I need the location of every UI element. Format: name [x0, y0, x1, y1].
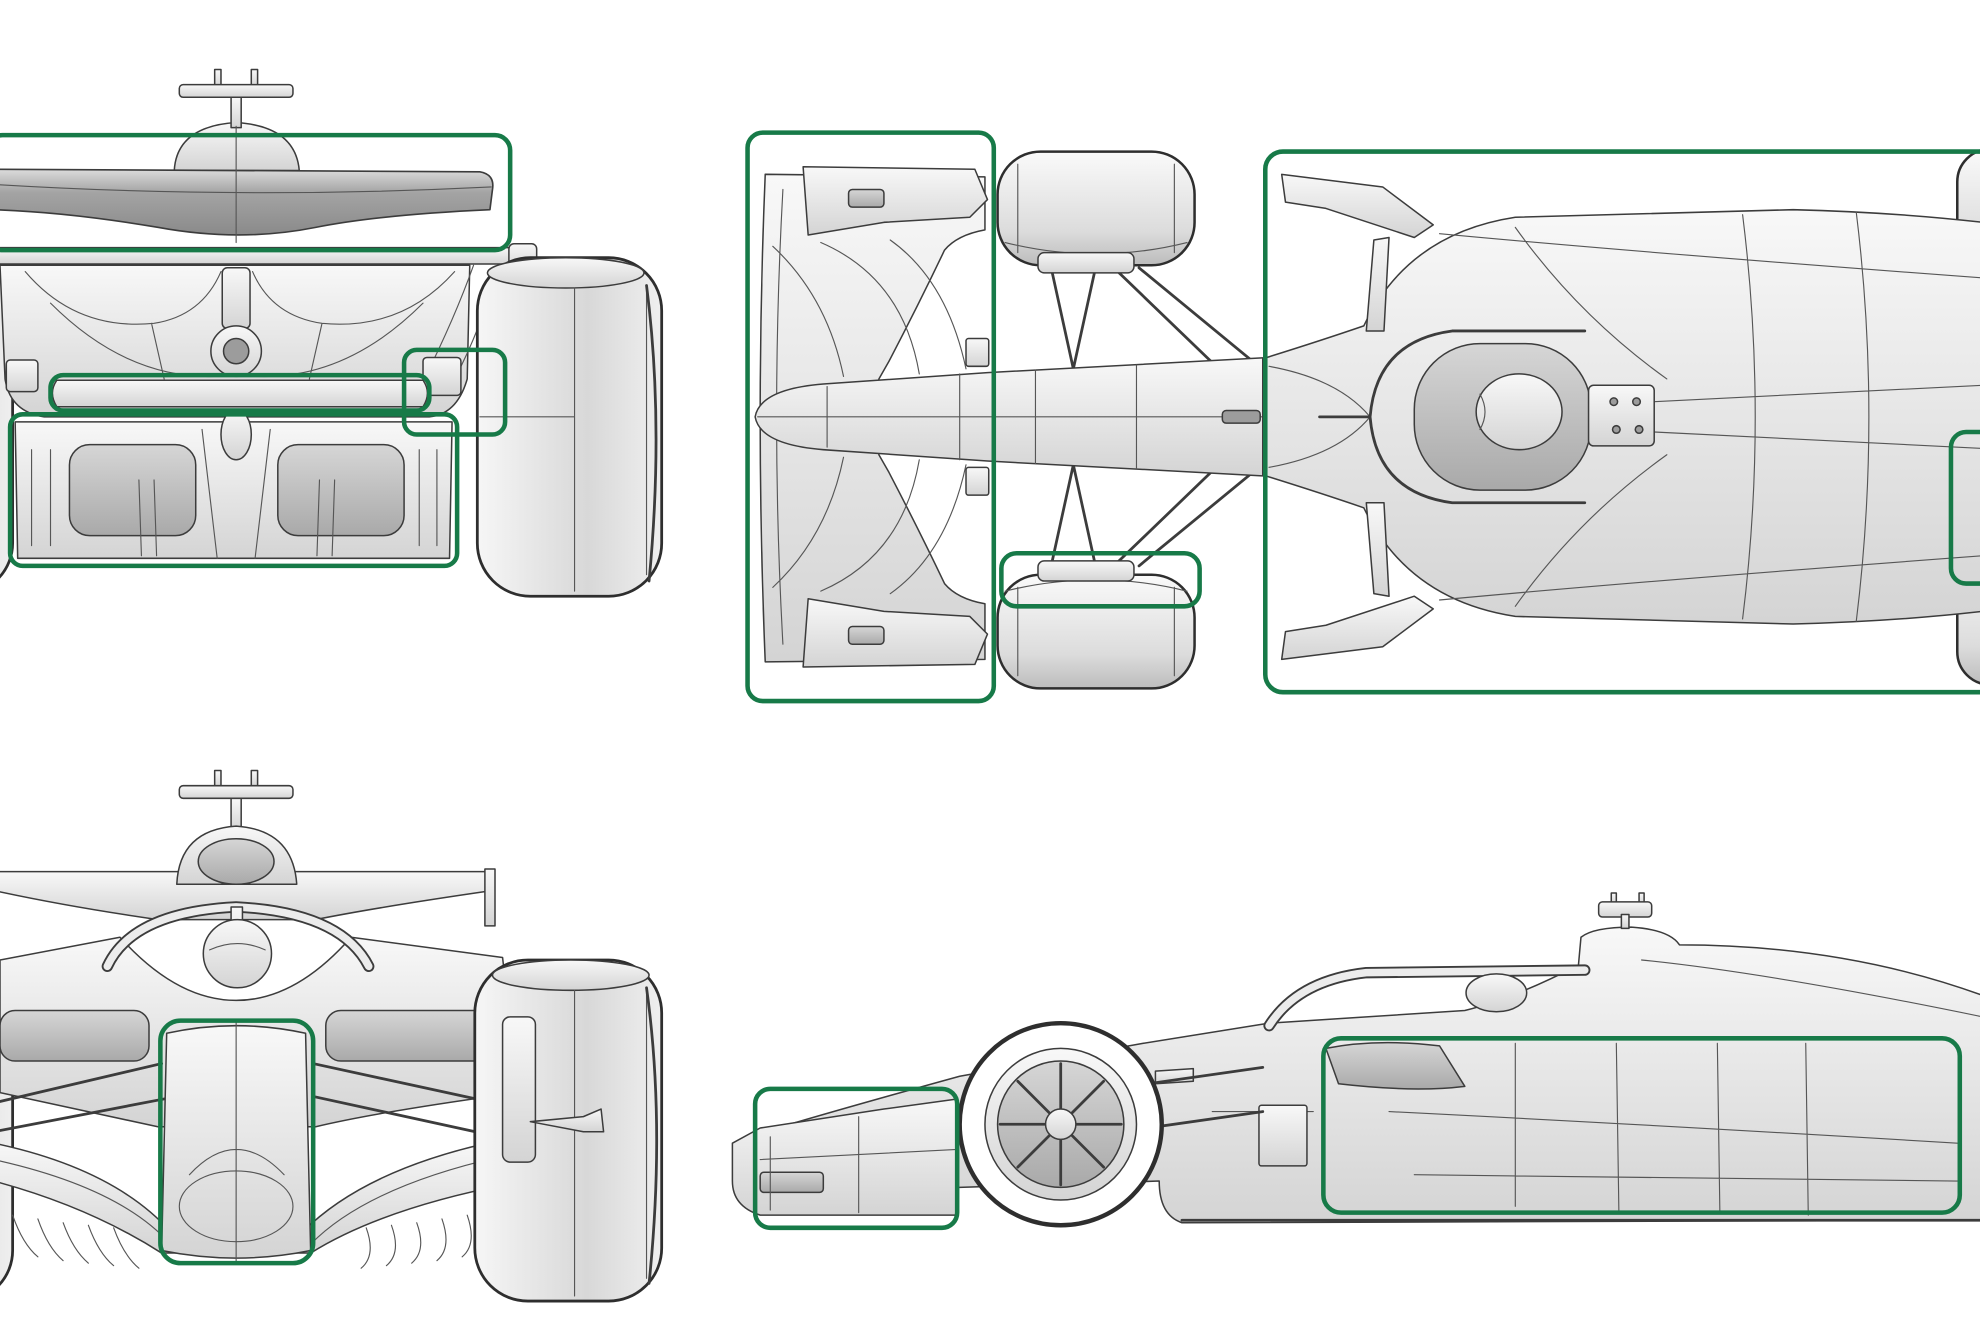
diffuser-center-exit	[220, 408, 253, 461]
sidepod-fin-upper	[1365, 236, 1390, 332]
driver-helmet-visor	[209, 943, 266, 951]
front-tyre-right-edge	[645, 986, 659, 1285]
mirror-lower	[1280, 595, 1434, 661]
sidepod-fin-lower	[1365, 501, 1390, 597]
drs-post-right	[250, 769, 259, 788]
sidepod-inlet-side	[1325, 1041, 1466, 1090]
front-upright-lower	[1037, 560, 1135, 582]
driver-helmet-side	[1465, 973, 1528, 1013]
highlight-box-nose	[158, 1018, 316, 1266]
sidepod-inlet-left	[0, 1009, 150, 1062]
diffuser-fins	[31, 428, 438, 559]
drs-actuator	[178, 68, 294, 129]
front-hub	[1044, 1108, 1077, 1141]
front-suspension-arms	[1049, 263, 1255, 570]
front-wing-endplate-upper	[802, 165, 989, 236]
highlight-box-rear-suspension	[401, 347, 508, 437]
side-view	[731, 892, 1980, 1231]
front-tyre-right-tread	[491, 959, 650, 992]
highlight-box-front-suspension	[999, 550, 1202, 609]
front-rim-spokes	[998, 1062, 1123, 1187]
diffuser-tunnel-right	[277, 443, 405, 537]
side-panel-lines	[1211, 959, 1980, 1216]
drs-actuator-front	[178, 769, 294, 831]
front-tyre-right-lines	[573, 989, 648, 1297]
airbox-bolt	[1631, 397, 1642, 407]
rear-wing-endplate	[484, 868, 496, 927]
highlight-box-rear-wing	[0, 132, 513, 253]
camera-stem	[1620, 913, 1630, 930]
drs-stem	[230, 797, 242, 831]
front-tyre-upper	[996, 150, 1196, 274]
highlight-box-lower-beam-wing	[48, 372, 432, 413]
highlight-box-diffuser	[7, 412, 460, 569]
lower-beam-wing	[51, 379, 429, 408]
roll-hoop-camera	[1597, 892, 1653, 930]
front-wing-flap-lines	[0, 1156, 500, 1245]
highlight-box-rear-suspension-top	[1948, 429, 1980, 586]
rear-tyre-right-edge	[645, 284, 658, 583]
front-wing-endplate-lower	[802, 597, 989, 668]
rear-light	[222, 337, 250, 365]
nose-front-lines	[188, 1020, 285, 1264]
front-wing-underside-vanes	[12, 1214, 472, 1269]
drs-post-left	[213, 769, 222, 788]
front-wing-endplate-lower-detail	[847, 625, 885, 645]
airbox-bolt	[1634, 424, 1644, 435]
airbox-bolt	[1611, 424, 1621, 435]
front-wheel-side	[957, 1020, 1164, 1228]
mirror-front	[529, 1108, 605, 1133]
bargeboard-side	[1258, 1104, 1308, 1167]
rear-wing-main-plane	[0, 168, 494, 236]
nose-pylon-lower	[965, 466, 990, 496]
front-wing-side-lines	[759, 1116, 958, 1214]
highlight-box-front-wing	[745, 130, 997, 704]
top-view	[745, 130, 1980, 704]
rear-tyre-right-lines	[479, 287, 648, 592]
driver-helmet-visor	[1479, 393, 1486, 431]
front-wing-endplate-upper-detail	[847, 188, 885, 208]
diffuser	[14, 408, 453, 560]
halo-side-inner	[1265, 966, 1589, 1030]
nose-panel-lines	[757, 364, 1270, 470]
driver-helmet-front	[202, 918, 273, 989]
rear-tyre-right-tread	[486, 256, 645, 289]
rear-wing-flap-line	[0, 125, 492, 244]
front-tyre-upper-body	[996, 150, 1196, 267]
nose-marking	[1221, 409, 1261, 424]
rear-view	[0, 68, 664, 598]
rear-tyre-right	[475, 256, 664, 598]
front-view	[0, 769, 664, 1303]
diffuser-tunnel-left	[68, 443, 197, 537]
front-suspension-arms	[0, 1062, 507, 1139]
drs-bar	[178, 784, 294, 800]
rear-upright-left	[5, 359, 39, 393]
airbox-top	[1587, 384, 1655, 447]
nose-pylon-upper	[965, 337, 990, 368]
front-tyre-lower-body	[996, 573, 1196, 690]
front-wing-side	[731, 1098, 958, 1216]
front-tyre-right	[473, 958, 664, 1303]
highlight-box-chassis-sidepods	[1263, 149, 1980, 695]
sidepod-panel-lines	[1268, 211, 1980, 623]
drs-stem	[230, 96, 242, 129]
drs-bar	[178, 83, 294, 99]
airbox-bolt	[1609, 397, 1619, 407]
mirror-upper	[1280, 173, 1434, 239]
highlight-box-sidepod	[1321, 1036, 1963, 1215]
rear-wing	[0, 125, 494, 244]
front-wing-flap-lines	[772, 188, 967, 645]
nose-tip	[178, 1170, 294, 1243]
rear-crash-structure	[221, 267, 251, 330]
halo-top	[1318, 329, 1587, 505]
driver-helmet-top	[1475, 373, 1563, 451]
front-upright-upper	[1037, 251, 1135, 274]
front-wing-endplate-side	[759, 1171, 825, 1194]
front-tyre-lower	[996, 560, 1196, 690]
airbox-intake	[197, 837, 275, 885]
front-brake-duct	[501, 1016, 537, 1163]
highlight-box-front-wing-side	[752, 1086, 960, 1231]
engine-cover	[173, 121, 301, 172]
